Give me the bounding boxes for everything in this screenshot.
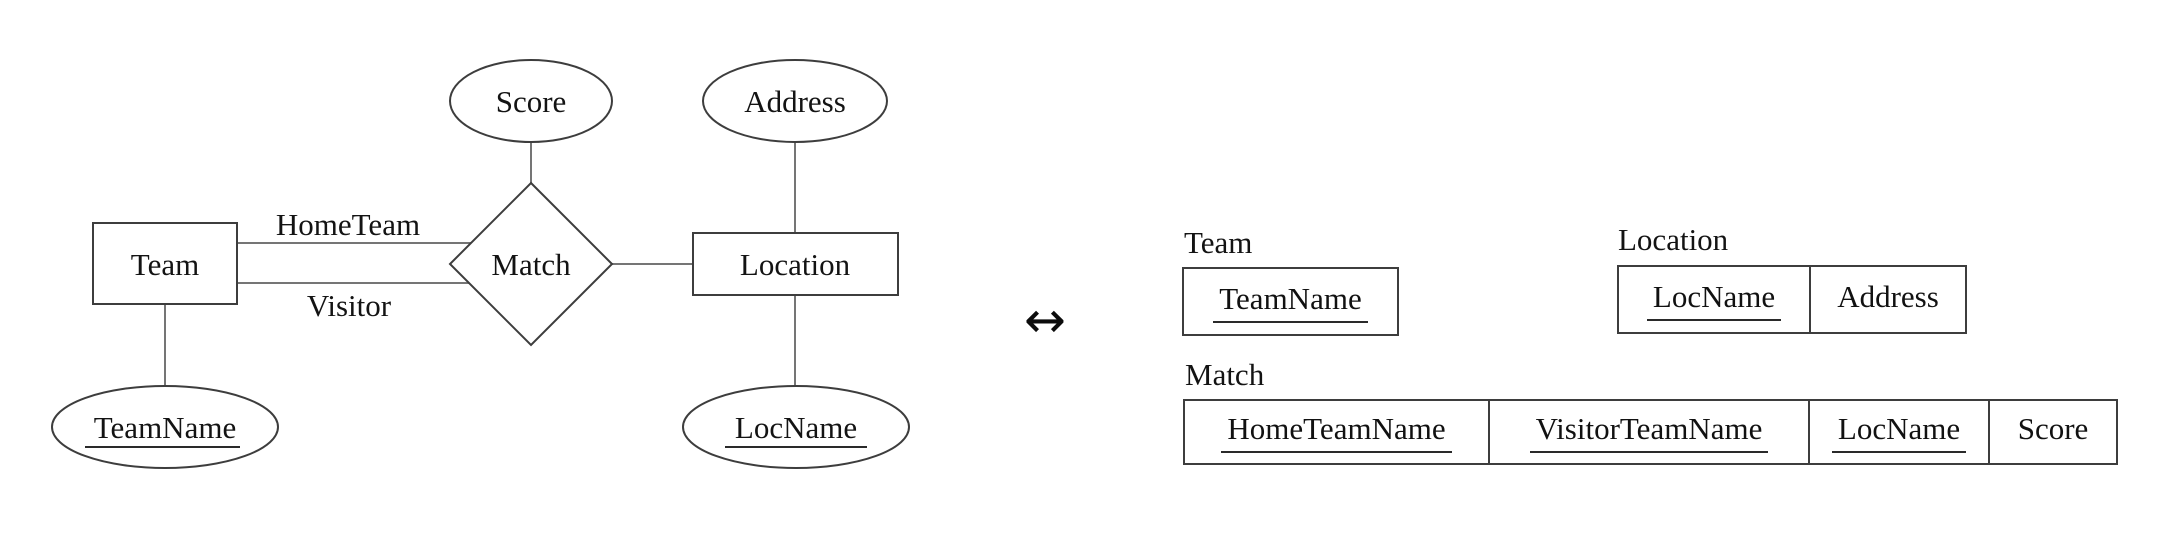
schema-team-table: TeamName — [1182, 267, 1399, 336]
entity-team-label: Team — [131, 247, 199, 282]
schema-location-col-address: Address — [1809, 267, 1965, 332]
schema-match-title: Match — [1185, 357, 1265, 392]
schema-match-col-score: Score — [1988, 401, 2116, 463]
entity-team-box — [92, 222, 238, 305]
schema-team-col-teamname: TeamName — [1184, 269, 1397, 334]
relationship-match-label: Match — [491, 247, 571, 282]
schema-match-table: HomeTeamName VisitorTeamName LocName Sco… — [1183, 399, 2118, 465]
attribute-score-label: Score — [496, 84, 567, 119]
entity-location-label: Location — [740, 247, 851, 282]
column-name: LocName — [1831, 411, 1967, 453]
relationship-match-diamond — [448, 181, 614, 347]
column-name: HomeTeamName — [1221, 411, 1452, 453]
schema-location-col-locname: LocName — [1619, 267, 1809, 332]
column-name: LocName — [1646, 279, 1782, 321]
schema-location-title: Location — [1618, 222, 1729, 257]
edge-label-hometeam: HomeTeam — [276, 207, 420, 242]
entity-location-box — [692, 232, 899, 296]
attribute-teamname-label: TeamName — [94, 410, 236, 445]
column-name: Address — [1837, 278, 1939, 314]
column-name: VisitorTeamName — [1529, 411, 1769, 453]
attribute-address-label: Address — [744, 84, 846, 119]
schema-location-table: LocName Address — [1617, 265, 1967, 334]
schema-match-col-locname: LocName — [1808, 401, 1988, 463]
schema-team-title: Team — [1184, 225, 1253, 260]
attribute-score-ellipse — [449, 59, 613, 143]
schema-match-col-hometeamname: HomeTeamName — [1185, 401, 1488, 463]
column-name: TeamName — [1213, 281, 1368, 323]
attribute-locname-label: LocName — [735, 410, 857, 445]
attribute-address-ellipse — [702, 59, 888, 143]
er-diagram: Team Match Location Score Address TeamNa… — [51, 59, 910, 469]
edge-label-visitor: Visitor — [307, 288, 392, 323]
schema-match-col-visitorteamname: VisitorTeamName — [1488, 401, 1808, 463]
column-name: Score — [2017, 411, 2089, 446]
maps-to-arrow: ↔ — [1024, 291, 1066, 349]
